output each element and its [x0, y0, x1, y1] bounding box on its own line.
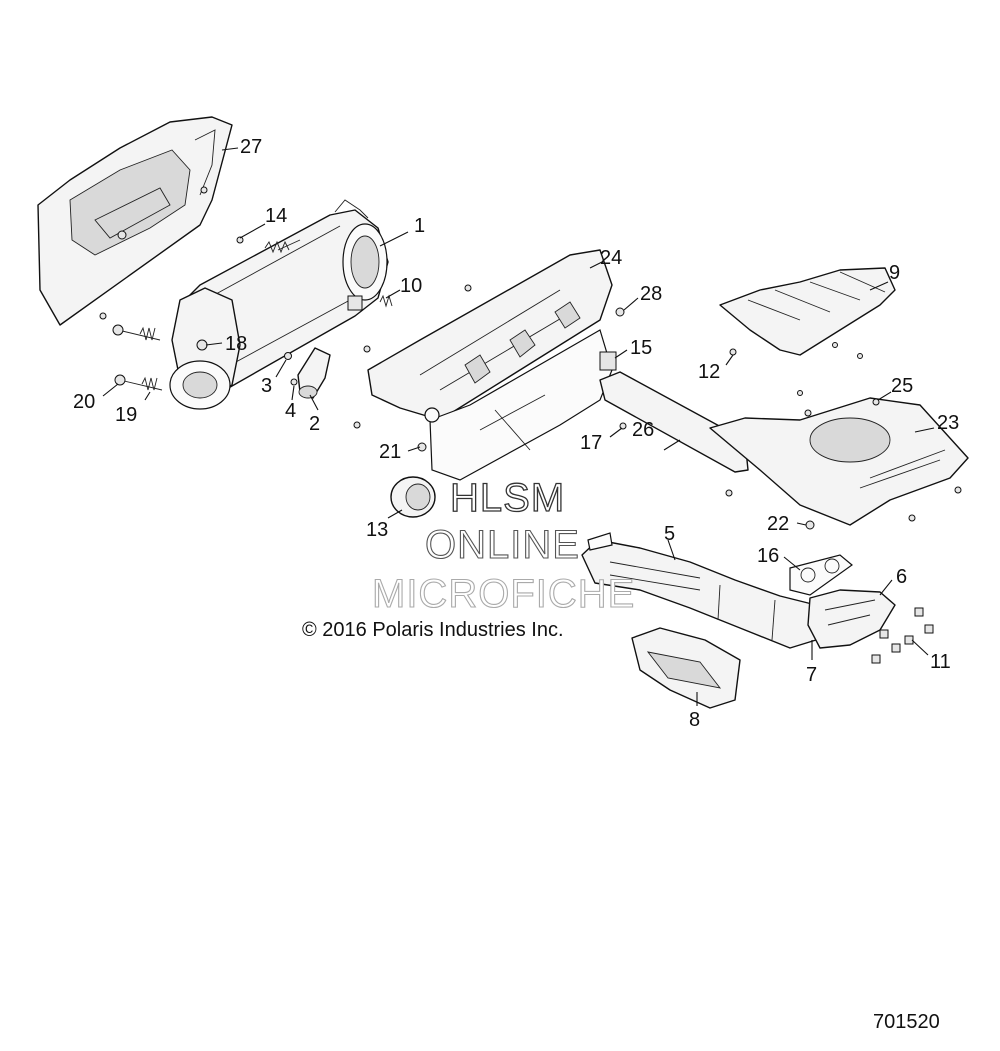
part-12-screw — [729, 348, 737, 356]
callout-27: 27 — [240, 136, 262, 158]
callout-19: 19 — [115, 404, 137, 426]
diagram-id: 701520 — [873, 1011, 940, 1033]
part-8-sleeve — [631, 627, 741, 709]
callout-24: 24 — [600, 247, 622, 269]
screw — [832, 342, 838, 348]
watermark: HLSM ONLINE MICROFICHE — [371, 475, 635, 616]
callout-22: 22 — [767, 513, 789, 535]
screw — [954, 486, 962, 494]
part-4-washer — [290, 378, 298, 386]
part-23-floor-shield — [709, 397, 969, 526]
screw — [363, 345, 371, 353]
part-10-spring — [379, 294, 393, 308]
callout-9: 9 — [889, 262, 900, 284]
part-14-screw — [236, 236, 244, 244]
callout-10: 10 — [400, 275, 422, 297]
screw — [857, 353, 863, 359]
part-13-coupler — [390, 476, 436, 518]
callout-2: 2 — [309, 413, 320, 435]
callout-11: 11 — [930, 651, 951, 673]
watermark-line-2: ONLINE — [425, 523, 580, 567]
part-26-bracket — [599, 371, 749, 473]
callout-18: 18 — [225, 333, 247, 355]
callout-21: 21 — [379, 441, 401, 463]
leader-lines — [102, 147, 935, 706]
callout-12: 12 — [698, 361, 720, 383]
part-2-outlet-tip — [297, 347, 331, 399]
part-17-screw — [619, 422, 627, 430]
callout-4: 4 — [285, 400, 296, 422]
watermark-line-1: HLSM — [450, 476, 565, 520]
callout-labels: 1 2 3 4 5 6 7 8 9 10 11 12 13 14 15 16 1… — [73, 136, 959, 731]
callout-7: 7 — [806, 664, 817, 686]
callout-20: 20 — [73, 391, 95, 413]
part-11-bolts — [871, 607, 934, 664]
screw — [908, 514, 916, 522]
screw — [353, 421, 361, 429]
screw — [797, 390, 803, 396]
callout-13: 13 — [366, 519, 388, 541]
callout-8: 8 — [689, 709, 700, 731]
callout-23: 23 — [937, 412, 959, 434]
callout-3: 3 — [261, 375, 272, 397]
part-3-screw — [284, 352, 292, 360]
part-14-spring — [264, 240, 290, 254]
part-27-heat-shield — [37, 116, 233, 326]
watermark-line-3: MICROFICHE — [372, 572, 635, 616]
part-22-washer — [805, 520, 815, 530]
callout-28: 28 — [640, 283, 662, 305]
callout-25: 25 — [891, 375, 913, 397]
callout-6: 6 — [896, 566, 907, 588]
part-28-screw — [615, 307, 625, 317]
part-6-header — [807, 589, 896, 649]
part-9-skid-shield — [719, 267, 896, 356]
callout-16: 16 — [757, 545, 779, 567]
callout-15: 15 — [630, 337, 652, 359]
callout-5: 5 — [664, 523, 675, 545]
callout-17: 17 — [580, 432, 602, 454]
part-18-end-plate — [169, 287, 241, 410]
copyright-text: © 2016 Polaris Industries Inc. — [302, 619, 564, 641]
screw — [464, 284, 472, 292]
part-16-gasket — [789, 554, 853, 596]
parts-19-20-spring-bolts — [99, 312, 163, 391]
part-21-screw — [417, 442, 427, 452]
callout-26: 26 — [632, 419, 654, 441]
callout-1: 1 — [414, 215, 425, 237]
callout-14: 14 — [265, 205, 287, 227]
part-24-heat-shield-panel — [367, 249, 617, 481]
screw — [725, 489, 733, 497]
